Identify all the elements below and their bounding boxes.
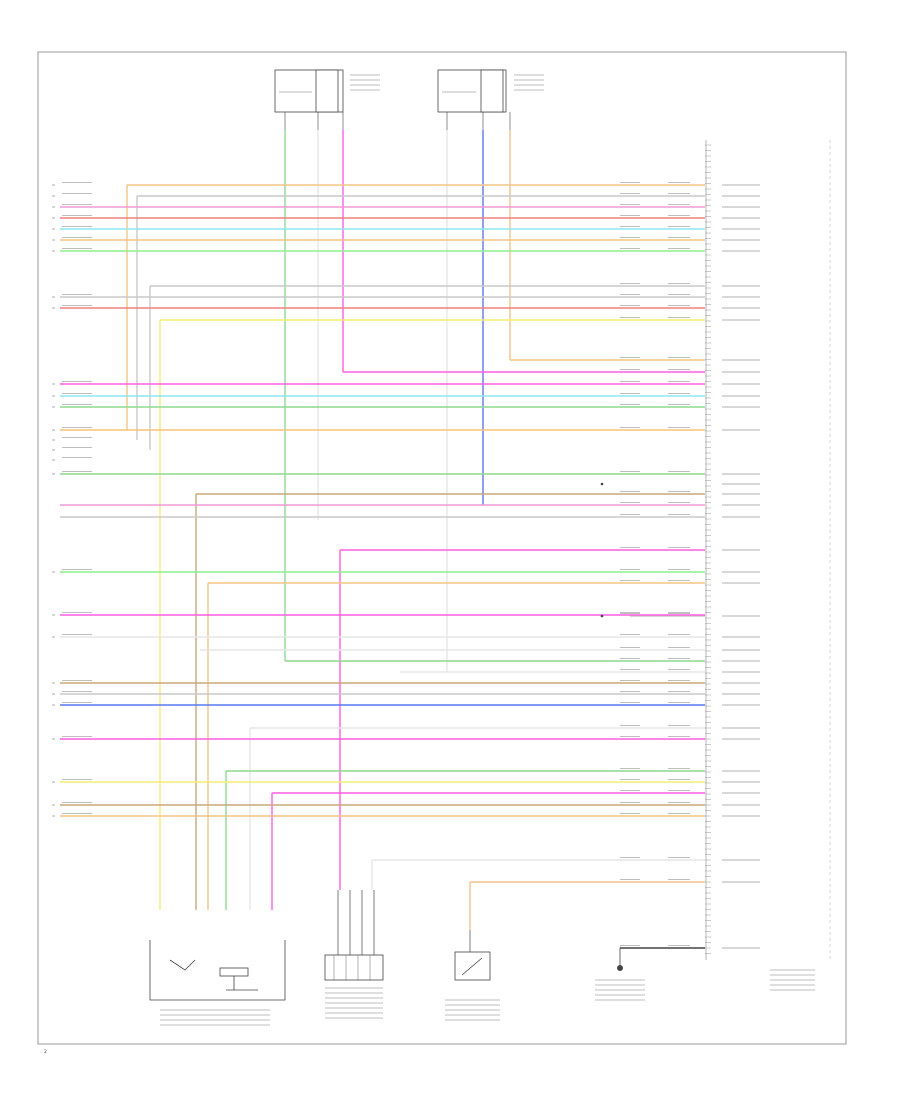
splice-marker — [600, 614, 604, 618]
switch-component — [454, 930, 491, 981]
diagram-border — [37, 51, 847, 1045]
splice-marker — [600, 482, 604, 486]
page-id: 2 — [44, 1049, 47, 1055]
module-pins — [705, 144, 760, 954]
sensor-top-left — [274, 69, 380, 130]
ground-component — [617, 948, 623, 971]
horizontal-wires — [60, 182, 705, 949]
throttle-body-component — [149, 940, 286, 1001]
sensor-connector-component — [324, 890, 384, 981]
sensor-top-right — [437, 69, 544, 130]
left-wire-labels — [52, 182, 92, 817]
component-captions — [160, 969, 815, 1026]
